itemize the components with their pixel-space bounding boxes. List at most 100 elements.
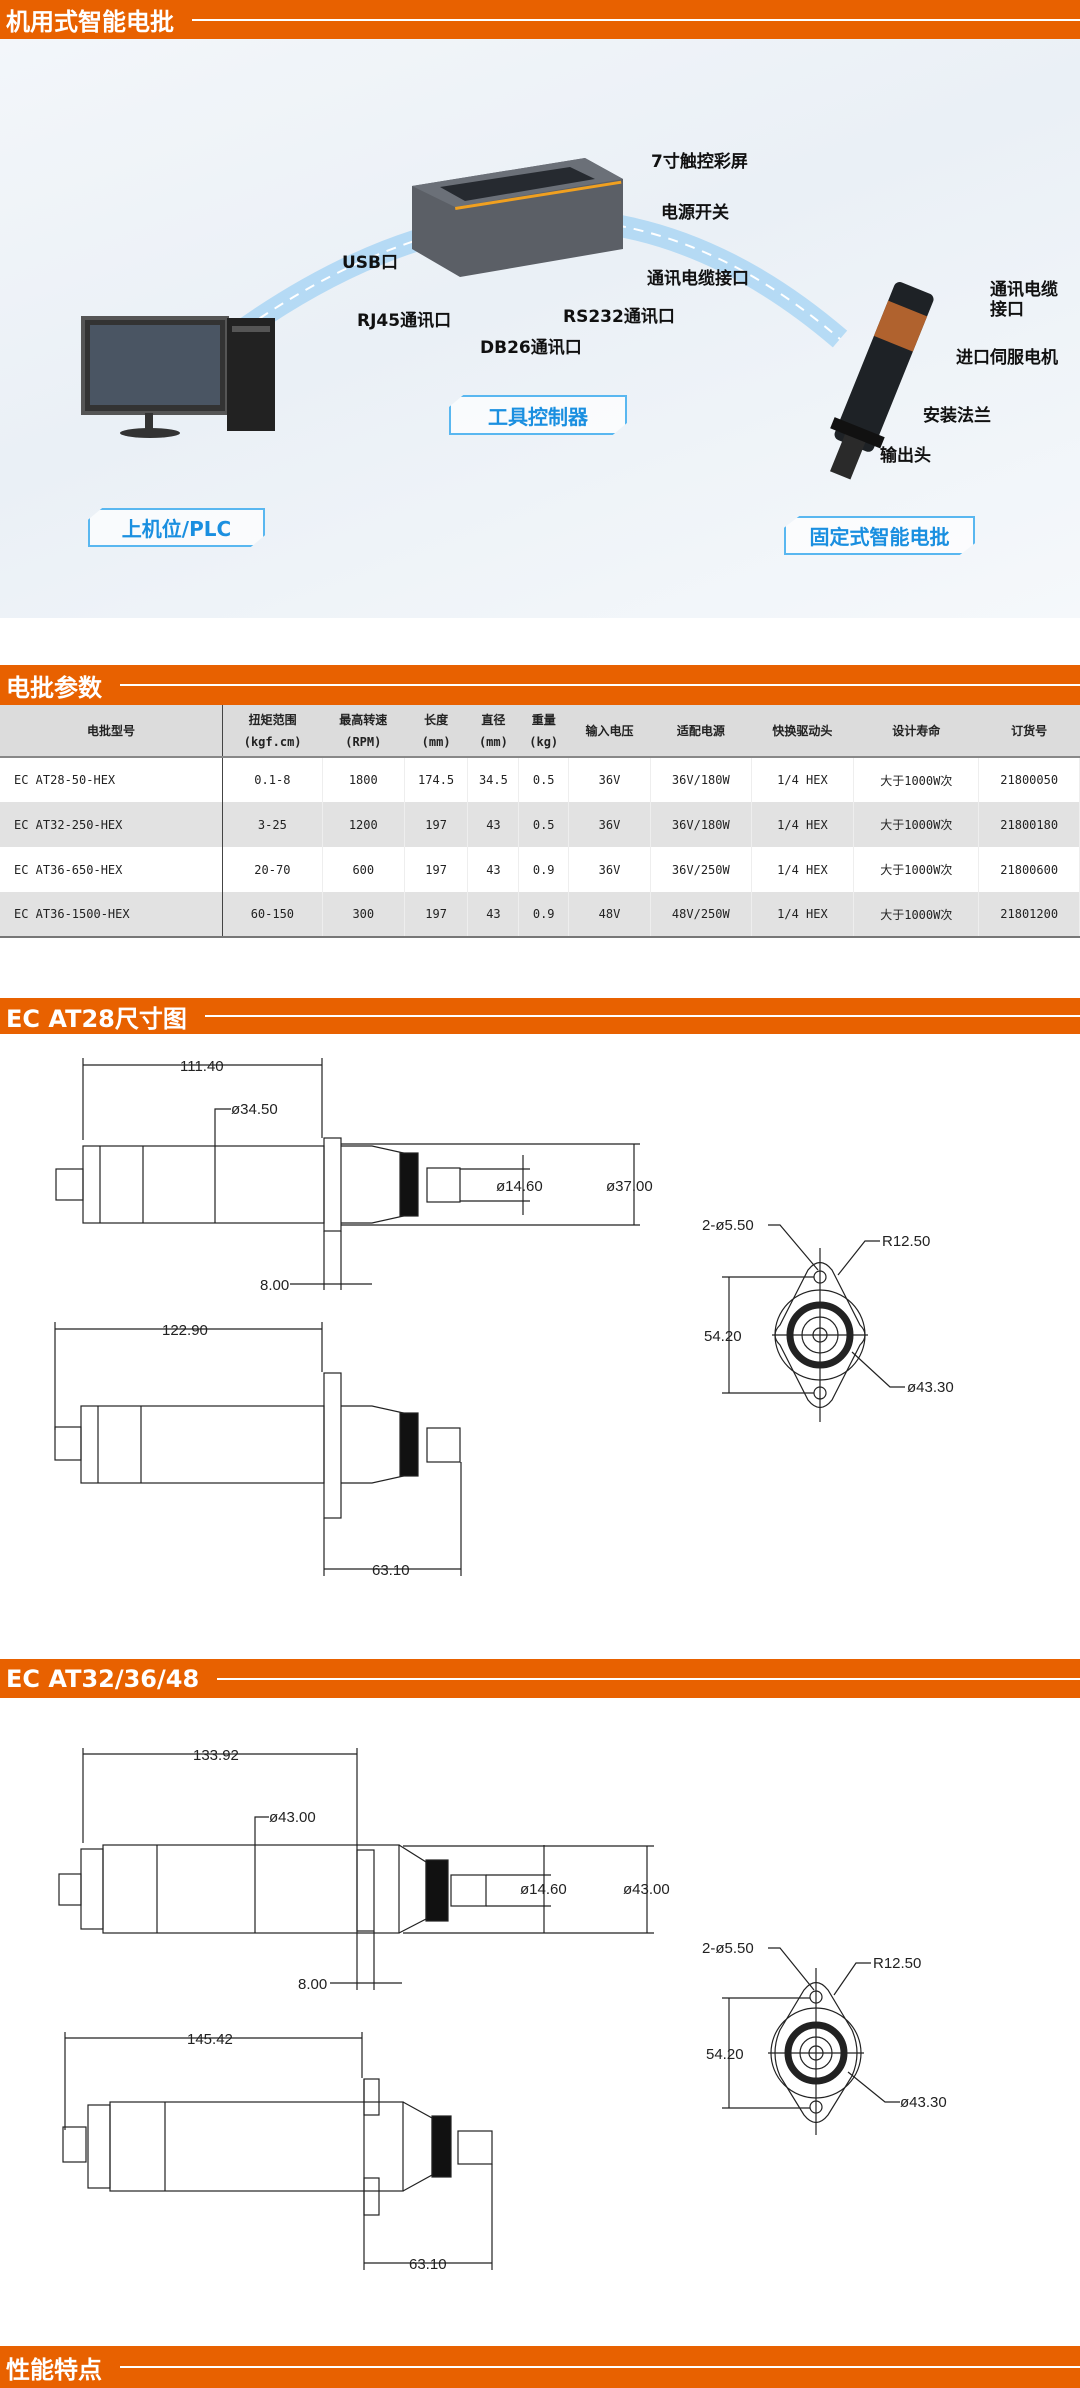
table-cell: 48V/250W	[650, 892, 752, 938]
at28-side-view-top	[55, 1058, 640, 1290]
label-cable-port: 通讯电缆接口	[647, 269, 749, 289]
column-header: 订货号	[978, 705, 1080, 758]
computer-icon	[81, 316, 275, 438]
table-cell: 1/4 HEX	[751, 892, 855, 938]
table-cell: 0.5	[518, 802, 569, 847]
table-cell: 43	[467, 892, 520, 938]
column-header-unit: (kg)	[529, 734, 559, 749]
table-cell: 0.9	[518, 892, 569, 938]
tag-tool-controller: 工具控制器	[449, 395, 627, 435]
screwdriver-icon	[830, 282, 934, 480]
label-driver-cable-2: 接口	[990, 300, 1024, 320]
table-cell: 197	[404, 892, 469, 938]
at28-end-view	[722, 1224, 905, 1422]
section-title: 电批参数	[6, 673, 102, 702]
table-cell: 34.5	[467, 757, 520, 802]
table-cell: 大于1000W次	[853, 892, 980, 938]
table-cell: 大于1000W次	[853, 757, 980, 802]
dim-flange-diameter: ø43.30	[907, 1379, 954, 1396]
section-header-parameters: 电批参数	[0, 665, 1080, 705]
table-cell: 43	[467, 847, 520, 892]
label-output-head: 输出头	[880, 446, 931, 466]
table-cell: 43	[467, 802, 520, 847]
table-cell: 大于1000W次	[853, 847, 980, 892]
label-db26: DB26通讯口	[480, 338, 582, 358]
column-header-label: 直径	[481, 712, 506, 727]
section-header-features: 性能特点	[0, 2346, 1080, 2388]
table-cell: 197	[404, 847, 469, 892]
column-header-label: 订货号	[1011, 723, 1048, 738]
column-header-label: 重量	[531, 712, 556, 727]
dim-holes: 2-ø5.50	[702, 1217, 754, 1234]
dim-body-diameter: ø34.50	[231, 1101, 278, 1118]
column-header: 直径 (mm)	[467, 705, 519, 758]
table-cell: 3-25	[222, 802, 323, 847]
table-cell: 大于1000W次	[853, 802, 980, 847]
section-header-machine-screwdriver: 机用式智能电批	[0, 0, 1080, 39]
dim-nose-length: 63.10	[409, 2256, 447, 2273]
tag-fixed-screwdriver: 固定式智能电批	[784, 516, 975, 555]
dim-holes: 2-ø5.50	[702, 1940, 754, 1957]
column-header-unit: (mm)	[421, 734, 451, 749]
label-rj45: RJ45通讯口	[357, 311, 452, 331]
table-cell: 36V	[568, 847, 652, 892]
table-cell: EC AT32-250-HEX	[0, 802, 224, 847]
table-cell: 0.1-8	[222, 757, 323, 802]
table-cell: 36V/180W	[650, 757, 752, 802]
table-cell: 36V/250W	[650, 847, 752, 892]
table-cell: 1800	[322, 757, 405, 802]
column-header-label: 输入电压	[585, 723, 634, 738]
dim-flange-thickness: 8.00	[260, 1277, 289, 1294]
dim-body-diameter: ø43.00	[269, 1809, 316, 1826]
controller-icon	[412, 158, 623, 277]
divider	[204, 1015, 1080, 1017]
table-cell: 174.5	[404, 757, 469, 802]
column-header: 输入电压	[568, 705, 651, 758]
column-header: 设计寿命	[853, 705, 979, 758]
column-header-unit: (mm)	[478, 734, 508, 749]
dim-bit-diameter: ø14.60	[496, 1178, 543, 1195]
dim-hole-pitch: 54.20	[706, 2046, 744, 2063]
at32-dimension-drawing: 133.92 ø43.00 ø14.60 ø43.00 8.00 145.42 …	[58, 1747, 947, 2273]
divider	[217, 1677, 1080, 1680]
divider	[120, 684, 1080, 686]
table-cell: 36V	[568, 757, 652, 802]
dim-length-bottom: 122.90	[162, 1322, 208, 1339]
section-title: 性能特点	[6, 2355, 102, 2384]
at32-side-view-bottom	[62, 2032, 493, 2270]
table-cell: 1/4 HEX	[751, 847, 855, 892]
table-cell: EC AT36-650-HEX	[0, 847, 224, 892]
dim-length-bottom: 145.42	[187, 2031, 233, 2048]
column-header-label: 电批型号	[87, 723, 136, 738]
divider	[120, 2366, 1080, 2368]
dim-flange-diameter: ø43.30	[900, 2094, 947, 2111]
at28-dimension-drawing: 111.40 ø34.50 ø14.60 ø37.00 8.00 122.90 …	[54, 1058, 954, 1579]
section-header-at28: EC AT28尺寸图	[0, 998, 1080, 1034]
dim-radius: R12.50	[882, 1233, 930, 1250]
section-title: EC AT32/36/48	[6, 1664, 200, 1693]
table-cell: 48V	[568, 892, 652, 938]
table-cell: 20-70	[222, 847, 323, 892]
column-header-label: 设计寿命	[892, 723, 941, 738]
label-driver-cable: 通讯电缆	[990, 280, 1058, 300]
tag-host-plc: 上机位/PLC	[88, 508, 265, 547]
column-header: 重量 (kg)	[518, 705, 569, 758]
table-cell: 1/4 HEX	[751, 757, 855, 802]
spec-table: 电批型号扭矩范围(kgf.cm)最高转速(RPM)长度(mm)直径(mm)重量(…	[0, 705, 1080, 938]
column-header-unit: (RPM)	[345, 734, 382, 749]
label-flange: 安装法兰	[923, 406, 991, 426]
at32-side-view-top	[58, 1748, 654, 1990]
table-cell: 300	[322, 892, 405, 938]
table-cell: 1200	[322, 802, 405, 847]
dim-radius: R12.50	[873, 1955, 921, 1972]
column-header: 快换驱动头	[751, 705, 854, 758]
table-cell: 21801200	[978, 892, 1080, 938]
table-cell: 36V/180W	[650, 802, 752, 847]
table-cell: 21800600	[978, 847, 1080, 892]
at32-end-view	[722, 1947, 900, 2135]
label-touchscreen: 7寸触控彩屏	[651, 152, 748, 172]
label-rs232: RS232通讯口	[563, 307, 675, 327]
